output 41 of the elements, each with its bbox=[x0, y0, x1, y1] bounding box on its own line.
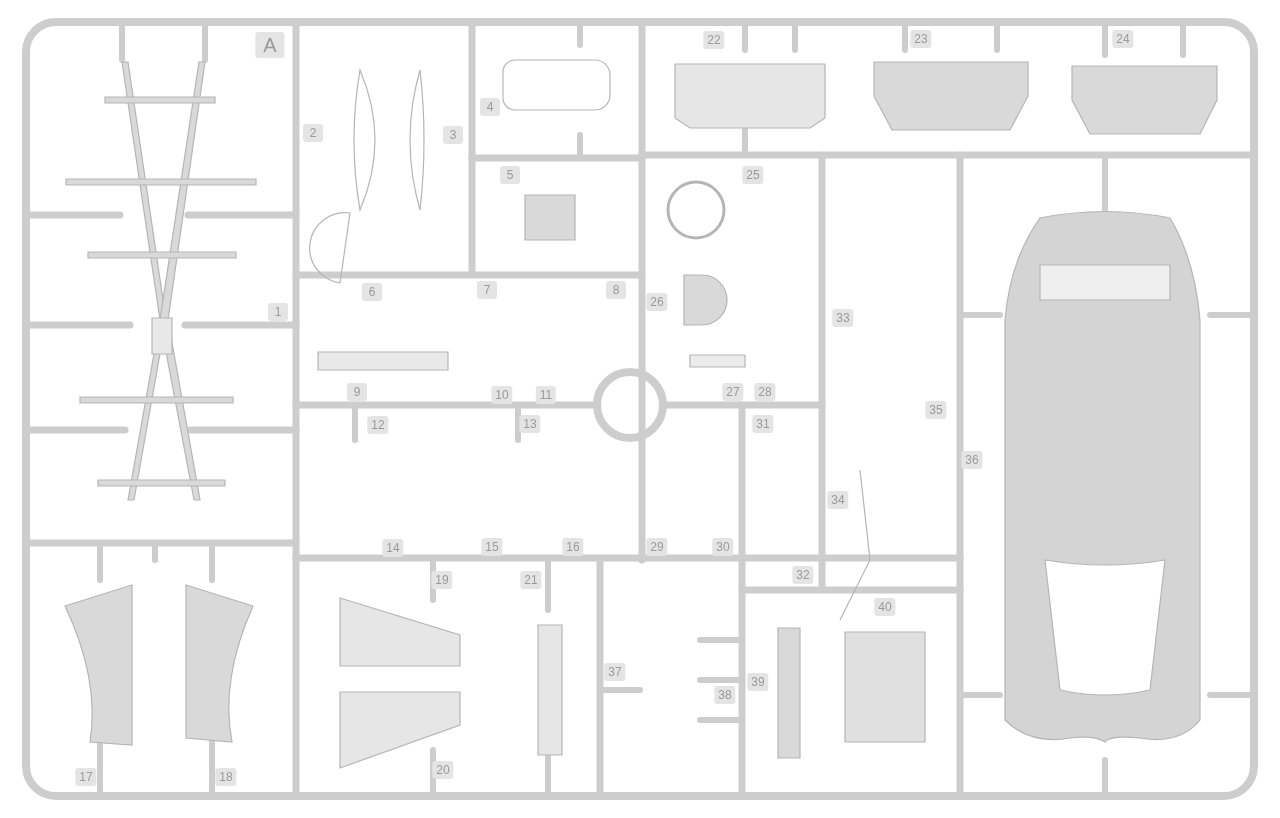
part-number: 28 bbox=[754, 383, 776, 401]
part-number: 20 bbox=[432, 761, 454, 779]
part-number: 19 bbox=[431, 571, 453, 589]
part-number: 38 bbox=[714, 686, 736, 704]
part-number: 8 bbox=[606, 281, 626, 299]
part-number: 6 bbox=[362, 283, 382, 301]
part-number: 11 bbox=[535, 386, 557, 404]
part-number: 40 bbox=[874, 598, 896, 616]
part-number: 18 bbox=[215, 768, 237, 786]
part-number: 29 bbox=[646, 538, 668, 556]
part-number: 32 bbox=[792, 566, 814, 584]
part-number: 10 bbox=[491, 386, 513, 404]
part-number: 12 bbox=[367, 416, 389, 434]
part-number: 13 bbox=[519, 415, 541, 433]
part-number: 15 bbox=[481, 538, 503, 556]
part-number: 7 bbox=[477, 281, 497, 299]
part-number: 17 bbox=[75, 768, 97, 786]
part-number: 37 bbox=[604, 663, 626, 681]
part-number: 30 bbox=[712, 538, 734, 556]
part-number: 16 bbox=[562, 538, 584, 556]
part-number: 14 bbox=[382, 539, 404, 557]
part-number: 26 bbox=[646, 293, 668, 311]
part-number: 5 bbox=[500, 166, 520, 184]
part-number: 1 bbox=[268, 303, 288, 321]
part-number: 33 bbox=[832, 309, 854, 327]
part-number: 25 bbox=[742, 166, 764, 184]
part-number: 36 bbox=[961, 451, 983, 469]
sprue-letter: A bbox=[255, 32, 285, 58]
part-number: 34 bbox=[827, 491, 849, 509]
part-number: 35 bbox=[925, 401, 947, 419]
part-number: 39 bbox=[747, 673, 769, 691]
part-number: 3 bbox=[443, 126, 463, 144]
part-number: 31 bbox=[752, 415, 774, 433]
part-number: 22 bbox=[703, 31, 725, 49]
part-number: 27 bbox=[722, 383, 744, 401]
part-number: 4 bbox=[480, 98, 500, 116]
part-number: 9 bbox=[347, 383, 367, 401]
part-number: 24 bbox=[1112, 30, 1134, 48]
part-number: 2 bbox=[303, 124, 323, 142]
part-number: 21 bbox=[520, 571, 542, 589]
part-number: 23 bbox=[910, 30, 932, 48]
